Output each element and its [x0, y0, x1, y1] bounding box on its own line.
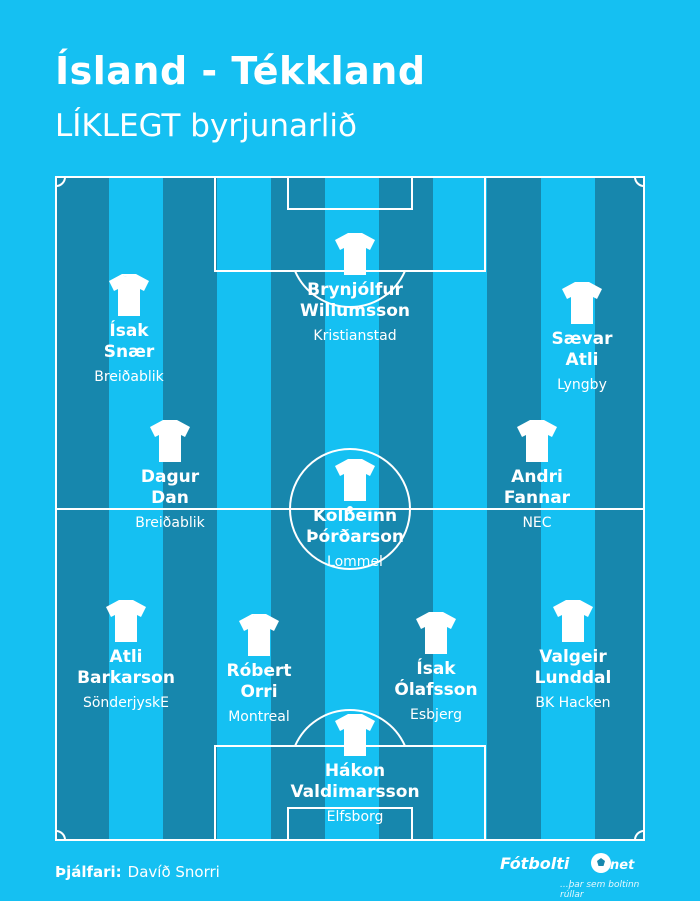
player-club: Kristianstad	[313, 328, 397, 344]
football-icon	[591, 853, 611, 873]
player-first-name: Dagur	[140, 467, 200, 487]
player-last-name: Willumsson	[299, 301, 411, 321]
player-first-name: Valgeir	[539, 647, 607, 667]
player-first-name: Ísak	[416, 659, 456, 679]
player-last-name: Barkarson	[77, 668, 175, 688]
player-club: BK Hacken	[535, 695, 611, 711]
player-club: Breiðablik	[135, 515, 205, 531]
player-last-name: Orri	[240, 682, 278, 702]
player-last-name: Valdimarsson	[290, 782, 420, 802]
player-last-name: Ólafsson	[394, 680, 478, 700]
player-club: Montreal	[228, 709, 290, 725]
player-first-name: Brynjólfur	[307, 280, 403, 300]
player-last-name: Fannar	[503, 488, 571, 508]
player-last-name: Snær	[103, 342, 155, 362]
player-club: Elfsborg	[326, 809, 384, 825]
player-club: Esbjerg	[410, 707, 462, 723]
player-first-name: Róbert	[226, 661, 292, 681]
shirt-icon	[335, 459, 375, 501]
player-last-name: Atli	[565, 350, 599, 370]
shirt-icon	[109, 274, 149, 316]
player-last-name: Dan	[151, 488, 189, 508]
logo-suffix: net	[610, 858, 635, 873]
shirt-icon	[335, 233, 375, 275]
page-title: Ísland - Tékkland	[55, 49, 426, 93]
brand-logo: Fótbolti net ...þar sem boltinn rúllar	[500, 852, 650, 900]
shirt-icon	[239, 614, 279, 656]
page-subtitle: LÍKLEGT byrjunarlið	[55, 108, 357, 144]
player-first-name: Sævar	[551, 329, 613, 349]
player-last-name: Þórðarson	[305, 527, 405, 547]
coach-line: Þjálfari: Davíð Snorri	[55, 862, 220, 882]
coach-label: Þjálfari:	[55, 863, 122, 881]
player-club: Breiðablik	[94, 369, 164, 385]
player-first-name: Hákon	[324, 761, 386, 781]
shirt-icon	[416, 612, 456, 654]
shirt-icon	[106, 600, 146, 642]
player-first-name: Ísak	[109, 321, 149, 341]
shirt-icon	[150, 420, 190, 462]
shirt-icon	[553, 600, 593, 642]
player-first-name: Kolbeinn	[312, 506, 398, 526]
shirt-icon	[335, 714, 375, 756]
player-club: Lyngby	[557, 377, 607, 393]
shirt-icon	[562, 282, 602, 324]
logo-word: Fótbolti	[500, 854, 570, 873]
player-club: NEC	[522, 515, 552, 531]
player-club: SönderjyskE	[82, 695, 169, 711]
player-first-name: Atli	[109, 647, 143, 667]
logo-tagline: ...þar sem boltinn rúllar	[560, 880, 640, 900]
player-club: Lommel	[327, 554, 383, 570]
shirt-icon	[517, 420, 557, 462]
coach-name: Davíð Snorri	[127, 863, 220, 881]
player-last-name: Lunddal	[534, 668, 612, 688]
player-first-name: Andri	[511, 467, 563, 487]
